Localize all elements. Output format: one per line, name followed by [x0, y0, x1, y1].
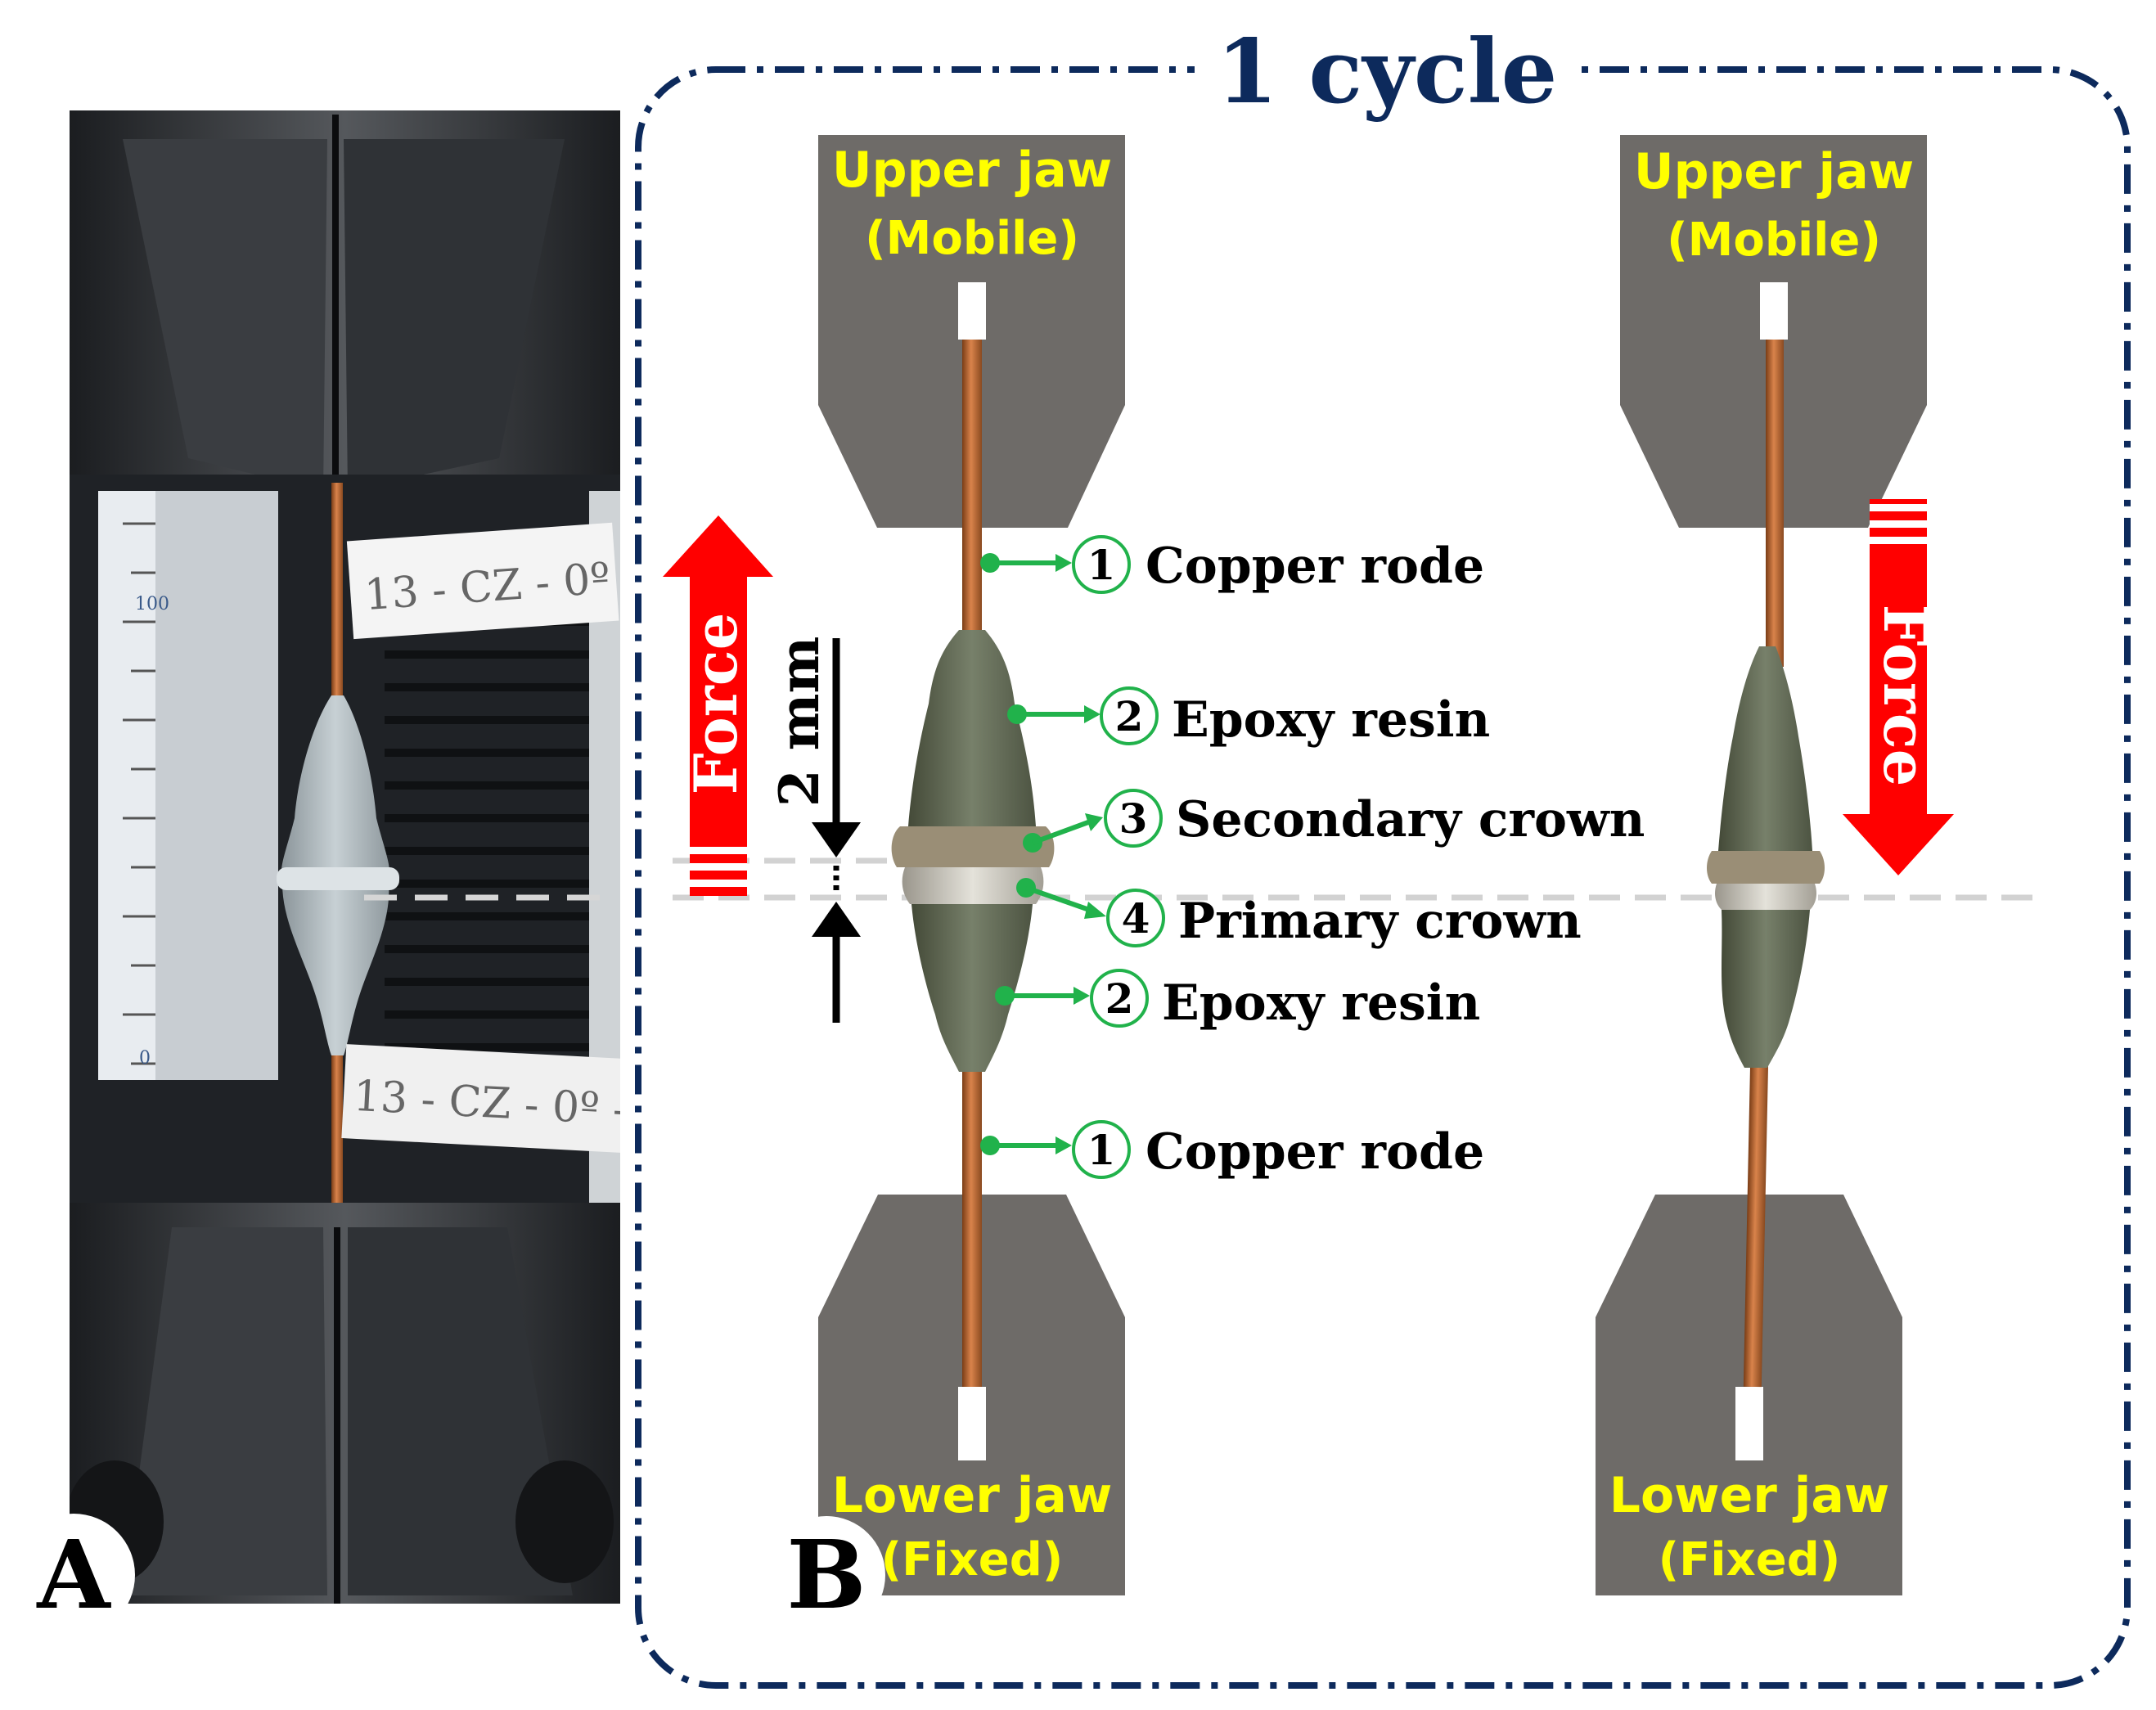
- photo-crown-band: [277, 867, 399, 890]
- svg-text:4: 4: [1122, 894, 1150, 943]
- photo-bolt-right: [515, 1460, 614, 1583]
- upper-jaw-right-state: (Mobile): [1667, 214, 1881, 267]
- right-assembly: Upper jaw (Mobile) Lower jaw (Fixed): [1596, 135, 1927, 1595]
- callout-secondary-crown: 3 Secondary crown: [1023, 789, 1645, 853]
- force-label-down: Force: [1870, 605, 1940, 787]
- panel-a-photo: 100 0 13 - CZ - 0º 13 - CZ - 0º -: [70, 110, 620, 1604]
- photo-ruler-ticks: [123, 522, 155, 1065]
- epoxy-resin-left-upper: [908, 630, 1036, 826]
- photo-background-grating: [385, 618, 605, 1051]
- epoxy-resin-left-lower: [911, 904, 1033, 1072]
- svg-text:Primary crown: Primary crown: [1178, 893, 1582, 950]
- callout-copper-rode-upper: 1 Copper rode: [980, 535, 1484, 595]
- left-assembly: Upper jaw (Mobile) Lower jaw (Fixed): [818, 135, 1125, 1595]
- lower-jaw-left-state: (Fixed): [881, 1533, 1064, 1586]
- upper-jaw-left-slot: [958, 282, 986, 340]
- callout-epoxy-resin-lower: 2 Epoxy resin: [995, 969, 1480, 1032]
- svg-text:2: 2: [1105, 974, 1134, 1023]
- cycle-title-backdrop: [1195, 16, 1579, 115]
- panel-a-label: A: [36, 1520, 111, 1631]
- copper-rod-right-upper: [1766, 340, 1784, 667]
- epoxy-resin-right-lower: [1722, 910, 1810, 1068]
- svg-text:Epoxy resin: Epoxy resin: [1162, 974, 1480, 1032]
- copper-rod-right-lower: [1743, 1059, 1769, 1388]
- svg-text:3: 3: [1119, 794, 1148, 843]
- svg-text:Copper rode: Copper rode: [1146, 538, 1484, 595]
- force-arrow-up: Force: [663, 515, 773, 896]
- svg-text:Secondary crown: Secondary crown: [1176, 791, 1645, 848]
- secondary-crown-right: [1707, 851, 1825, 884]
- force-arrow-down: Force: [1843, 499, 1954, 875]
- ruler-tick-100: 100: [135, 594, 169, 614]
- upper-jaw-left-state: (Mobile): [865, 212, 1079, 265]
- photo-lower-grip-face-left: [123, 1227, 327, 1595]
- svg-text:Copper rode: Copper rode: [1146, 1123, 1484, 1181]
- displacement-label: 2 mm: [767, 637, 831, 808]
- upper-jaw-right-name: Upper jaw: [1634, 143, 1914, 200]
- svg-text:2: 2: [1115, 692, 1144, 740]
- upper-jaw-left-name: Upper jaw: [832, 142, 1112, 199]
- force-label-up: Force: [681, 613, 750, 795]
- cycle-title: 1 cycle: [1217, 20, 1558, 124]
- lower-jaw-left-name: Lower jaw: [832, 1467, 1113, 1524]
- callout-primary-crown: 4 Primary crown: [1016, 878, 1582, 950]
- primary-crown-right: [1715, 884, 1816, 910]
- callout-epoxy-resin-upper: 2 Epoxy resin: [1007, 686, 1490, 749]
- lower-jaw-left-slot: [958, 1387, 986, 1460]
- copper-rod-left-lower: [962, 1064, 982, 1387]
- svg-text:1: 1: [1087, 1126, 1116, 1174]
- copper-rod-left-upper: [962, 340, 982, 655]
- secondary-crown-left: [891, 826, 1055, 867]
- lower-jaw-right-name: Lower jaw: [1609, 1467, 1890, 1524]
- photo-tag-top: 13 - CZ - 0º: [346, 522, 619, 640]
- photo-upper-grip-face-left: [123, 139, 327, 491]
- epoxy-resin-right-upper: [1718, 646, 1812, 851]
- primary-crown-left: [902, 867, 1044, 904]
- callout-copper-rode-lower: 1 Copper rode: [980, 1120, 1484, 1181]
- photo-tag-bottom: 13 - CZ - 0º -: [341, 1044, 620, 1154]
- panel-a-label-badge: [12, 1514, 135, 1636]
- svg-text:Epoxy resin: Epoxy resin: [1172, 691, 1490, 749]
- svg-text:1: 1: [1087, 541, 1116, 589]
- photo-ruler: [98, 491, 155, 1080]
- lower-jaw-right-slot: [1735, 1387, 1763, 1460]
- ruler-tick-0: 0: [139, 1048, 151, 1069]
- panel-b-label: B: [786, 1520, 866, 1631]
- panel-b-label-badge: [767, 1516, 885, 1634]
- upper-jaw-right-slot: [1760, 282, 1788, 340]
- photo-upper-grip-face-right: [344, 139, 565, 491]
- photo-lower-grip-face-right: [348, 1227, 573, 1595]
- lower-jaw-right-state: (Fixed): [1659, 1533, 1841, 1586]
- photo-ruler-strip: [155, 491, 278, 1080]
- displacement-indicator: 2 mm: [767, 637, 861, 1023]
